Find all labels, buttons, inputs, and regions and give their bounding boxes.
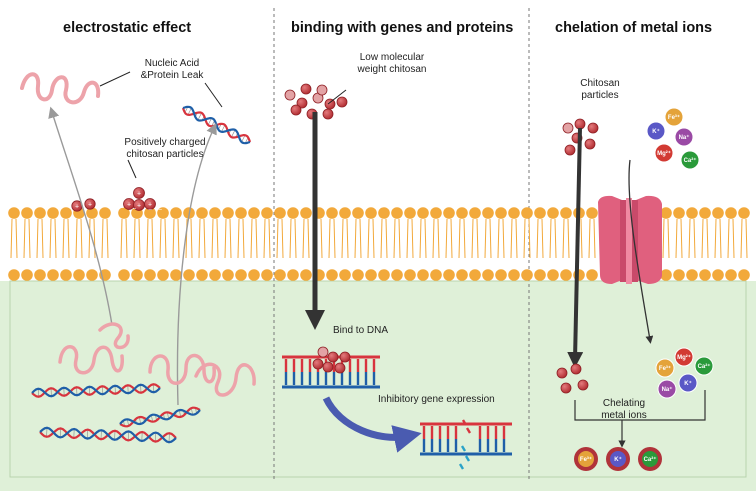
chitosan-particle bbox=[318, 347, 328, 357]
svg-text:Mg²⁺: Mg²⁺ bbox=[677, 354, 691, 361]
nucleic-acid-leak-strand bbox=[22, 74, 98, 102]
label-inhibitory: Inhibitory gene expression bbox=[378, 394, 495, 406]
svg-text:+: + bbox=[88, 202, 92, 209]
panel-title-binding: binding with genes and proteins bbox=[291, 20, 513, 36]
svg-text:Fe³⁺: Fe³⁺ bbox=[668, 114, 680, 121]
chitosan-particle bbox=[575, 119, 585, 129]
chitosan-particle bbox=[557, 368, 567, 378]
svg-text:Fe³⁺: Fe³⁺ bbox=[580, 456, 592, 463]
svg-text:+: + bbox=[137, 191, 141, 198]
chitosan-particle bbox=[317, 85, 327, 95]
chitosan-particle bbox=[335, 363, 345, 373]
svg-text:+: + bbox=[137, 203, 141, 210]
chitosan-particle bbox=[301, 84, 311, 94]
svg-text:Ca²⁺: Ca²⁺ bbox=[644, 456, 657, 463]
chelated-k: K⁺ bbox=[606, 447, 630, 471]
chitosan-particle bbox=[563, 123, 573, 133]
svg-text:Na⁺: Na⁺ bbox=[679, 134, 690, 141]
chitosan-particle bbox=[561, 383, 571, 393]
chitosan-particle bbox=[323, 109, 333, 119]
svg-text:+: + bbox=[127, 202, 131, 209]
ion-ca: Ca²⁺ bbox=[695, 357, 713, 375]
svg-text:K⁺: K⁺ bbox=[614, 456, 622, 463]
ion-k: K⁺ bbox=[679, 374, 697, 392]
chitosan-particle bbox=[285, 90, 295, 100]
chitosan-particle bbox=[323, 362, 333, 372]
svg-text:K⁺: K⁺ bbox=[684, 380, 692, 387]
chelated-ca: Ca²⁺ bbox=[638, 447, 662, 471]
svg-text:−: − bbox=[158, 207, 162, 214]
ion-na: Na⁺ bbox=[675, 128, 693, 146]
svg-text:Ca²⁺: Ca²⁺ bbox=[698, 363, 711, 370]
chitosan-particle bbox=[337, 97, 347, 107]
svg-text:K⁺: K⁺ bbox=[652, 128, 660, 135]
panel-title-electrostatic: electrostatic effect bbox=[63, 20, 191, 36]
chitosan-particle bbox=[313, 359, 323, 369]
panel-title-chelation: chelation of metal ions bbox=[555, 20, 712, 36]
ion-na: Na⁺ bbox=[658, 380, 676, 398]
ion-k: K⁺ bbox=[647, 122, 665, 140]
svg-text:Mg²⁺: Mg²⁺ bbox=[657, 150, 671, 157]
ion-fe: Fe³⁺ bbox=[656, 359, 674, 377]
chitosan-particle bbox=[585, 139, 595, 149]
svg-text:Fe³⁺: Fe³⁺ bbox=[659, 365, 671, 372]
label-nucleic-leak: Nucleic Acid&Protein Leak bbox=[132, 58, 212, 82]
ion-fe: Fe³⁺ bbox=[665, 108, 683, 126]
svg-text:Ca²⁺: Ca²⁺ bbox=[684, 157, 697, 164]
ion-ca: Ca²⁺ bbox=[681, 151, 699, 169]
ion-mg: Mg²⁺ bbox=[675, 348, 693, 366]
svg-text:Na⁺: Na⁺ bbox=[662, 386, 673, 393]
chitosan-particle bbox=[291, 105, 301, 115]
metal-ions-outside: Fe³⁺ K⁺ Na⁺ Mg²⁺ Ca²⁺ bbox=[647, 108, 699, 169]
chitosan-particle bbox=[578, 380, 588, 390]
chitosan-particle bbox=[588, 123, 598, 133]
label-bind-dna: Bind to DNA bbox=[333, 325, 388, 337]
svg-text:−: − bbox=[148, 207, 152, 214]
chelated-complexes: Fe³⁺ K⁺ Ca²⁺ bbox=[574, 447, 662, 471]
chelated-fe: Fe³⁺ bbox=[574, 447, 598, 471]
svg-text:−: − bbox=[132, 206, 136, 213]
svg-text:−: − bbox=[120, 205, 124, 212]
svg-text:+: + bbox=[75, 204, 79, 211]
ion-mg: Mg²⁺ bbox=[655, 144, 673, 162]
chitosan-particle bbox=[571, 364, 581, 374]
chitosan-particle bbox=[340, 352, 350, 362]
chitosan-particle bbox=[325, 99, 335, 109]
chitosan-particle bbox=[328, 352, 338, 362]
chitosan-particle bbox=[565, 145, 575, 155]
